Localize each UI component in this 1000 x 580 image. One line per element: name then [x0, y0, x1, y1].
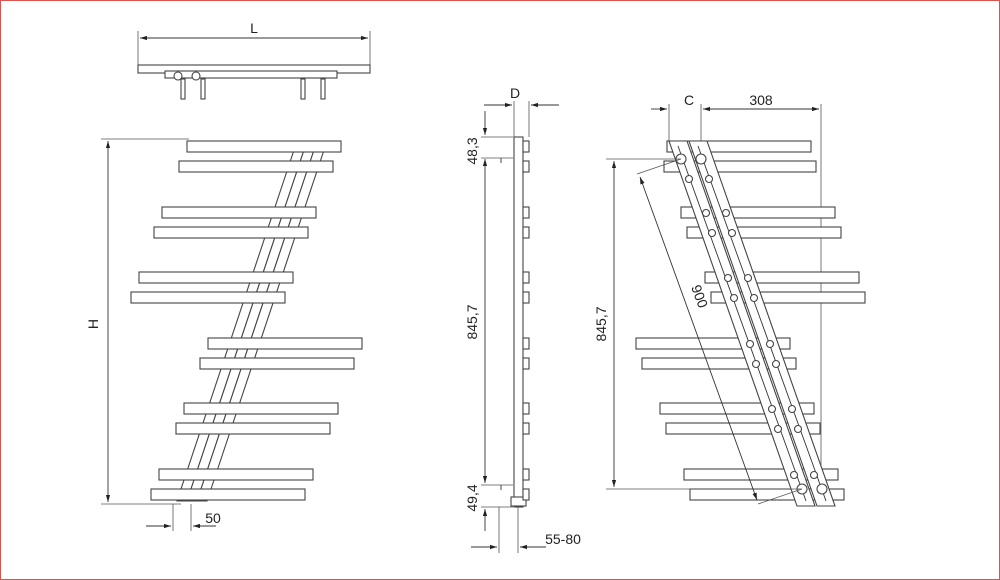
- front-post-2: [186, 140, 318, 502]
- front-bar: [183, 402, 339, 415]
- side-bar-stub: [522, 337, 530, 350]
- top-valve-2: [191, 71, 201, 81]
- side-post: [513, 136, 524, 508]
- diagonal-label: 900: [688, 283, 711, 311]
- wall-distance-label: 55-80: [545, 531, 581, 547]
- tilted-view: C 308: [593, 92, 866, 507]
- side-bar-stub: [522, 291, 530, 304]
- diagonal-dimension-line: [639, 176, 758, 501]
- side-view: D 48,3 845,7 49,4 55-80: [464, 85, 581, 553]
- side-bar-stub: [522, 271, 530, 284]
- side-bar-stub: [522, 488, 530, 501]
- front-bar: [138, 271, 294, 284]
- tilted-height-label: 845,7: [593, 306, 609, 341]
- side-bar-stub: [522, 160, 530, 173]
- front-post-3: [196, 140, 328, 502]
- front-bar: [186, 140, 342, 153]
- front-bar: [207, 337, 363, 350]
- c-label: C: [684, 92, 694, 108]
- side-bar-stub: [522, 422, 530, 435]
- side-bar-stub: [522, 402, 530, 415]
- tilted-bar: [663, 160, 817, 173]
- tilted-width-label: 308: [749, 92, 773, 108]
- bottom-offset-label: 49,4: [464, 484, 480, 511]
- side-post-foot: [510, 496, 527, 507]
- front-bar: [199, 357, 355, 370]
- front-bar: [150, 488, 306, 501]
- bracket-1: [180, 78, 186, 100]
- width-label-L: L: [250, 20, 258, 36]
- side-bar-stub: [522, 226, 530, 239]
- front-bar: [158, 468, 314, 481]
- front-bar: [161, 206, 317, 219]
- front-bar: [130, 291, 286, 304]
- top-view: L: [137, 20, 371, 100]
- pipe-offset-label: 50: [205, 510, 221, 526]
- top-collector: [164, 70, 338, 79]
- tilted-bar: [666, 140, 812, 153]
- side-bar-stub: [522, 206, 530, 219]
- front-bar: [178, 160, 334, 173]
- depth-label-D: D: [510, 85, 520, 101]
- front-bar: [153, 226, 309, 239]
- top-valve-1: [173, 71, 183, 81]
- bracket-2: [200, 78, 206, 100]
- front-bar: [175, 422, 331, 435]
- bracket-3: [300, 78, 306, 100]
- side-bar-stub: [522, 357, 530, 370]
- side-bar-stub: [522, 140, 530, 153]
- bracket-4: [320, 78, 326, 100]
- top-offset-label: 48,3: [464, 137, 480, 164]
- side-bar-stub: [522, 468, 530, 481]
- front-post-1: [176, 140, 308, 502]
- height-label-H: H: [85, 319, 101, 329]
- front-view: H 50: [85, 138, 363, 531]
- center-distance-label: 845,7: [464, 304, 480, 339]
